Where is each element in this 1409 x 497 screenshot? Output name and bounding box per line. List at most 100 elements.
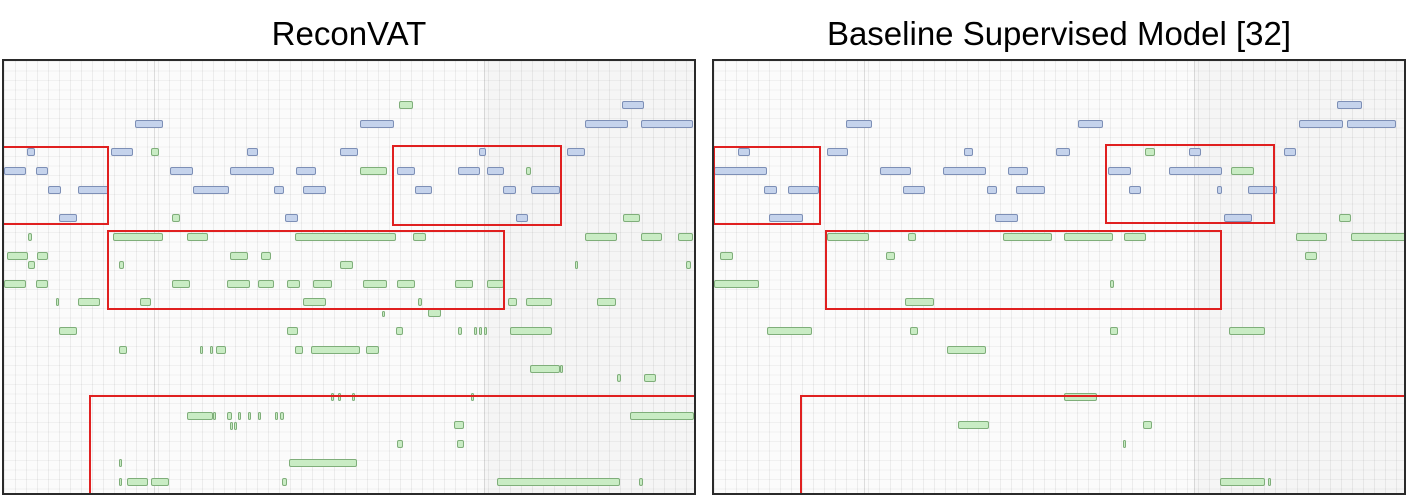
note-bar <box>230 422 233 430</box>
note-bar <box>474 327 477 335</box>
note-bar <box>187 233 208 241</box>
note-bar <box>295 346 303 354</box>
note-bar <box>560 365 563 373</box>
note-bar <box>4 280 26 288</box>
highlight-box <box>800 395 1404 493</box>
note-bar <box>995 214 1018 222</box>
note-bar <box>1064 393 1097 401</box>
note-bar <box>958 421 989 429</box>
note-bar <box>289 459 357 467</box>
note-bar <box>340 148 358 156</box>
beat-line <box>864 61 865 493</box>
note-bar <box>567 148 585 156</box>
note-bar <box>360 120 394 128</box>
note-bar <box>37 252 48 260</box>
note-bar <box>1169 167 1222 175</box>
note-bar <box>331 393 334 401</box>
note-bar <box>1016 186 1045 194</box>
note-bar <box>1224 214 1252 222</box>
note-bar <box>274 186 284 194</box>
note-bar <box>418 298 422 306</box>
note-bar <box>396 327 403 335</box>
note-bar <box>247 148 258 156</box>
note-bar <box>170 167 193 175</box>
note-bar <box>313 280 332 288</box>
note-bar <box>1108 167 1131 175</box>
beat-line <box>1194 61 1195 493</box>
note-bar <box>59 327 77 335</box>
note-bar <box>678 233 693 241</box>
note-bar <box>258 412 261 420</box>
note-bar <box>455 280 473 288</box>
note-bar <box>119 346 127 354</box>
note-bar <box>769 214 803 222</box>
note-bar <box>714 167 767 175</box>
note-bar <box>27 148 35 156</box>
note-bar <box>788 186 819 194</box>
note-bar <box>479 327 482 335</box>
note-bar <box>1110 327 1118 335</box>
note-bar <box>585 120 628 128</box>
note-bar <box>764 186 777 194</box>
note-bar <box>644 374 656 382</box>
note-bar <box>151 148 159 156</box>
note-bar <box>230 167 274 175</box>
note-bar <box>399 101 413 109</box>
note-bar <box>210 346 213 354</box>
note-bar <box>454 421 464 429</box>
note-bar <box>397 280 415 288</box>
note-bar <box>987 186 997 194</box>
note-bar <box>487 280 504 288</box>
note-bar <box>1003 233 1052 241</box>
note-bar <box>200 346 203 354</box>
piano-roll-panel-reconvat <box>2 59 696 495</box>
note-bar <box>303 186 326 194</box>
note-bar <box>623 214 640 222</box>
note-bar <box>1351 233 1404 241</box>
note-bar <box>4 167 26 175</box>
note-bar <box>905 298 934 306</box>
note-bar <box>119 459 122 467</box>
note-bar <box>28 233 32 241</box>
note-bar <box>516 214 528 222</box>
note-bar <box>471 393 474 401</box>
note-bar <box>1143 421 1152 429</box>
note-bar <box>1056 148 1070 156</box>
note-bar <box>280 412 284 420</box>
note-bar <box>617 374 621 382</box>
note-bar <box>1110 280 1114 288</box>
note-bar <box>1078 120 1103 128</box>
note-bar <box>287 327 298 335</box>
note-bar <box>340 261 353 269</box>
note-bar <box>36 280 48 288</box>
note-bar <box>886 252 895 260</box>
note-bar <box>497 478 620 486</box>
note-bar <box>172 280 190 288</box>
note-bar <box>1220 478 1265 486</box>
note-bar <box>36 167 48 175</box>
note-bar <box>295 233 396 241</box>
note-bar <box>397 167 415 175</box>
note-bar <box>282 478 287 486</box>
note-bar <box>59 214 77 222</box>
note-bar <box>458 327 462 335</box>
note-bar <box>382 311 385 317</box>
panel-title-baseline: Baseline Supervised Model [32] <box>826 15 1292 52</box>
note-bar <box>943 167 986 175</box>
note-bar <box>1337 101 1362 109</box>
note-bar <box>714 280 759 288</box>
note-bar <box>720 252 733 260</box>
note-bar <box>508 298 517 306</box>
note-bar <box>415 186 432 194</box>
note-bar <box>531 186 560 194</box>
note-bar <box>1339 214 1351 222</box>
note-bar <box>1129 186 1141 194</box>
note-bar <box>910 327 918 335</box>
note-bar <box>275 412 278 420</box>
note-bar <box>487 167 504 175</box>
note-bar <box>287 280 300 288</box>
note-bar <box>639 478 643 486</box>
note-bar <box>738 148 750 156</box>
note-bar <box>641 120 693 128</box>
note-bar <box>1305 252 1317 260</box>
